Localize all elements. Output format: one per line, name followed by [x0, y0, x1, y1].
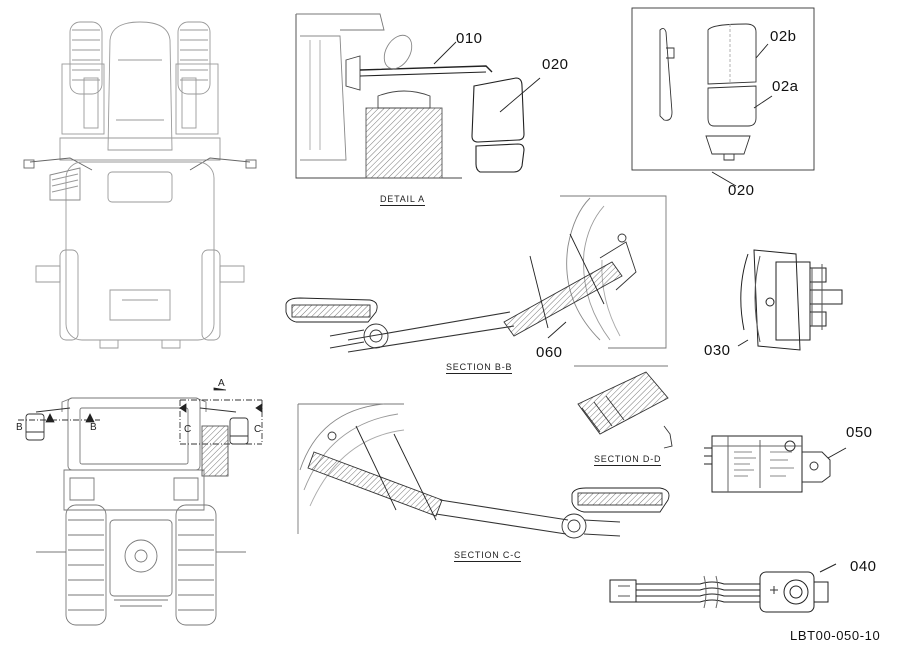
- marker-b-right: B: [90, 422, 97, 433]
- section-dd-view: [574, 365, 673, 449]
- callout-060: 060: [536, 344, 563, 361]
- callout-020-box: 020: [728, 182, 755, 199]
- callout-030: 030: [704, 342, 731, 359]
- marker-c-left: C: [184, 424, 192, 435]
- marker-b-left: B: [16, 422, 23, 433]
- caption-section-cc: SECTION C-C: [454, 550, 522, 562]
- callout-050: 050: [846, 424, 873, 441]
- mirror-assembly-box: [631, 7, 815, 187]
- detail-a-view: [295, 13, 541, 179]
- tractor-top-view: [23, 21, 257, 349]
- marker-c-right: C: [254, 424, 262, 435]
- harness-knob-part: [609, 563, 837, 613]
- callout-010: 010: [456, 30, 483, 47]
- caption-section-dd: SECTION D-D: [594, 454, 662, 466]
- callout-02b: 02b: [770, 28, 797, 45]
- tractor-rear-view: [18, 397, 263, 626]
- section-arrows: [45, 387, 263, 423]
- callout-040: 040: [850, 558, 877, 575]
- callout-02a: 02a: [772, 78, 799, 95]
- callout-020-main: 020: [542, 56, 569, 73]
- caption-detail-a: DETAIL A: [380, 194, 425, 206]
- section-cc-view: [297, 403, 670, 539]
- drawing-number: LBT00-050-10: [790, 628, 881, 643]
- section-bb-view: [285, 195, 667, 353]
- marker-a: A: [218, 378, 225, 389]
- rocker-switch-part: [737, 249, 843, 351]
- caption-section-bb: SECTION B-B: [446, 362, 513, 374]
- relay-module-part: [704, 435, 847, 493]
